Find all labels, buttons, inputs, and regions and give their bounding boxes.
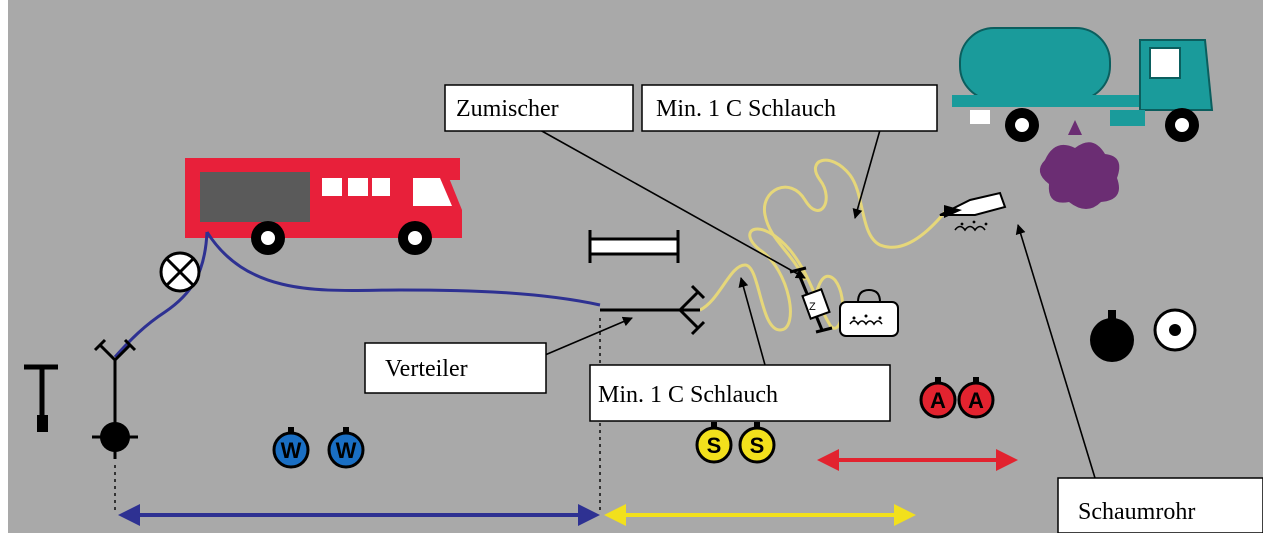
hydrant-key-icon	[24, 364, 58, 432]
troop-badge-w2: W	[327, 427, 365, 469]
troop-a1-label: A	[930, 388, 946, 413]
foam-container-icon	[839, 288, 899, 337]
troop-a2-label: A	[968, 388, 984, 413]
label-schlauch-top-text: Min. 1 C Schlauch	[656, 96, 836, 122]
water-source-icon	[1090, 308, 1197, 362]
label-schaumrohr-text: Schaumrohr	[1078, 499, 1195, 525]
troop-w1-label: W	[281, 438, 302, 463]
label-schaumrohr: Schaumrohr	[1057, 477, 1263, 533]
foam-puddle	[1039, 142, 1120, 209]
pump-icon	[159, 251, 201, 293]
pointer-schaumrohr	[1015, 224, 1096, 479]
pointer-schlauch-top	[852, 129, 881, 219]
foam-nozzle-icon	[939, 191, 1007, 232]
troop-badge-a1: A	[919, 377, 957, 419]
hydrant-icon	[92, 338, 138, 459]
foam-hose-upper	[763, 158, 947, 281]
foam-drip	[1068, 120, 1082, 135]
troop-badge-a2: A	[957, 377, 995, 419]
troop-w2-label: W	[336, 438, 357, 463]
pointer-zumischer	[539, 129, 806, 279]
tanker-truck	[952, 27, 1214, 142]
distributor-icon	[600, 284, 706, 336]
troop-s2-label: S	[750, 433, 765, 458]
range-arrow-hose-troop	[604, 504, 916, 526]
pointer-schlauch-bottom	[738, 277, 766, 366]
range-arrow-attack-troop	[817, 449, 1018, 471]
label-verteiler-text: Verteiler	[385, 356, 468, 382]
troop-s1-label: S	[707, 433, 722, 458]
troop-badge-s2: S	[738, 422, 776, 464]
label-schlauch-bottom: Min. 1 C Schlauch	[589, 364, 891, 422]
fire-truck	[185, 158, 462, 255]
label-schlauch-top: Min. 1 C Schlauch	[641, 84, 938, 132]
troop-badge-s1: S	[695, 422, 733, 464]
pointer-verteiler	[544, 316, 633, 356]
label-verteiler: Verteiler	[364, 342, 547, 394]
svg-text:Z: Z	[809, 301, 816, 313]
label-zumischer-text: Zumischer	[456, 96, 559, 122]
water-hose-a	[113, 231, 209, 358]
troop-badge-w1: W	[272, 427, 310, 469]
label-schlauch-bottom-text: Min. 1 C Schlauch	[598, 382, 778, 408]
label-zumischer: Zumischer	[444, 84, 634, 132]
foam-hose-lower	[699, 227, 845, 332]
water-hose-b	[205, 231, 601, 307]
ladder-icon	[588, 230, 680, 263]
range-arrow-water-troop	[118, 504, 600, 526]
